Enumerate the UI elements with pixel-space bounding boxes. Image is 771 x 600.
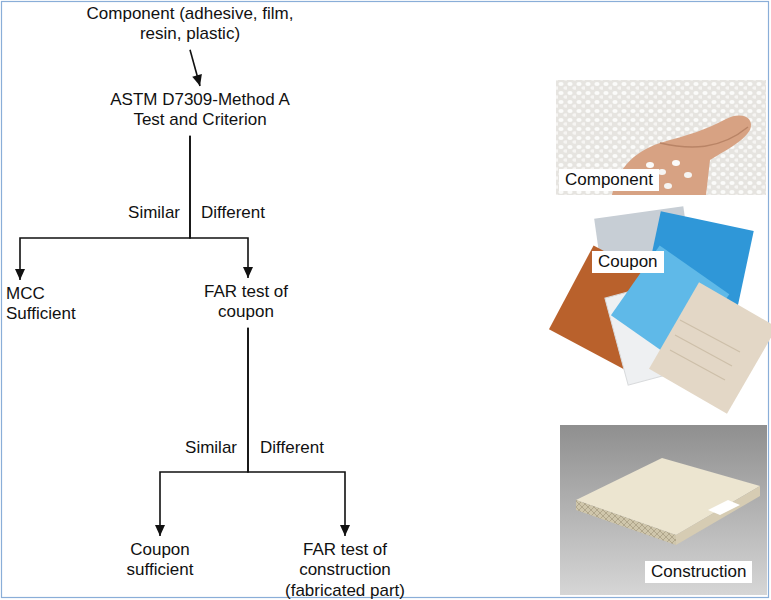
flow-arrow	[248, 328, 350, 536]
arrow-head	[340, 525, 350, 536]
flow-step: Component (adhesive, film, resin, plasti…	[65, 2, 315, 47]
granules-photo	[556, 80, 766, 195]
photo-label: Component	[559, 169, 659, 191]
branch-label: Similar	[181, 438, 241, 458]
photo-label: Coupon	[592, 251, 664, 273]
flow-step: Coupon sufficient	[110, 538, 210, 583]
branch-label: Similar	[124, 203, 184, 223]
arrow-head	[15, 269, 25, 280]
flow-step: ASTM D7309-Method A Test and Criterion	[100, 88, 300, 133]
panel-photo	[560, 425, 767, 595]
flow-arrow	[190, 50, 202, 86]
coupons-photo	[549, 206, 771, 414]
step-text: FAR test of coupon	[192, 282, 301, 323]
photo-label: Construction	[645, 561, 752, 583]
arrow-line	[248, 328, 345, 536]
step-text: Coupon sufficient	[113, 540, 207, 581]
flow-step: FAR test of construction (fabricated par…	[270, 538, 420, 600]
branch-label: Different	[197, 203, 269, 223]
arrow-line	[20, 136, 190, 280]
flow-arrow	[15, 136, 190, 280]
step-text: ASTM D7309-Method A Test and Criterion	[103, 90, 297, 131]
step-text: MCC Sufficient	[6, 284, 82, 325]
flow-step: FAR test of coupon	[189, 280, 304, 325]
arrow-head	[192, 74, 202, 86]
flow-step: MCC Sufficient	[3, 282, 85, 327]
arrow-head	[155, 525, 165, 536]
step-text: FAR test of construction (fabricated par…	[273, 540, 417, 600]
branch-label: Different	[256, 438, 328, 458]
flow-arrow	[155, 328, 248, 536]
arrow-line	[160, 328, 248, 536]
arrow-head	[243, 267, 253, 278]
step-text: Component (adhesive, film, resin, plasti…	[68, 4, 312, 45]
